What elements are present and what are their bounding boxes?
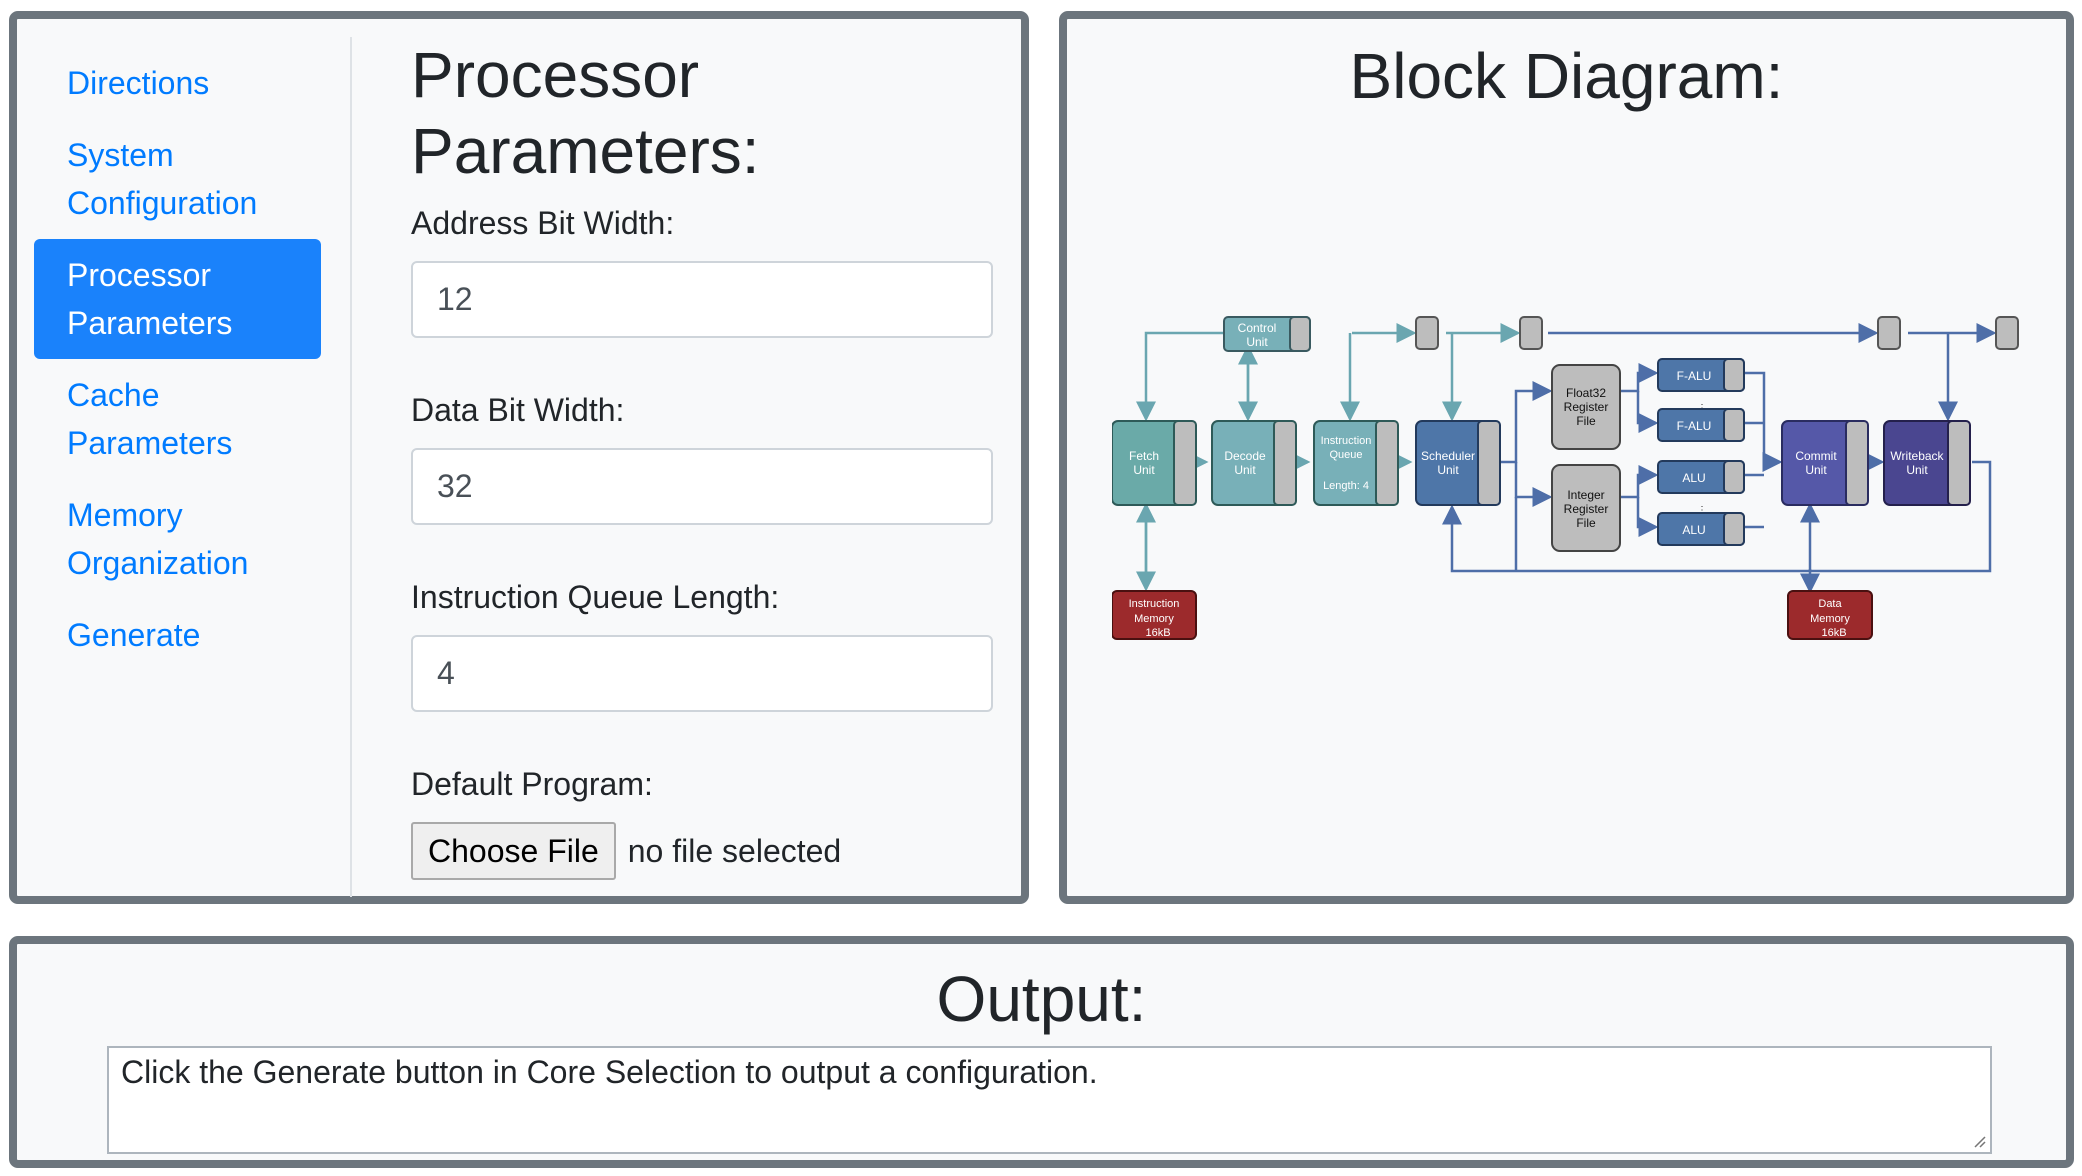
- nav-item-label: Memory: [67, 497, 183, 533]
- scheduler-unit-block: Scheduler Unit: [1415, 420, 1501, 506]
- instruction-queue-length-input[interactable]: [411, 635, 993, 712]
- address-bit-width-input[interactable]: [411, 261, 993, 338]
- svg-text:Register: Register: [1564, 502, 1609, 516]
- nav-item-label: Directions: [67, 65, 210, 101]
- svg-text:Unit: Unit: [1437, 463, 1459, 477]
- svg-text:File: File: [1576, 516, 1596, 530]
- nav-item-label: Configuration: [67, 185, 258, 221]
- instruction-memory-block: Instruction Memory 16kB: [1112, 590, 1197, 640]
- falu-block: F-ALU: [1657, 408, 1745, 442]
- data-bit-width-label: Data Bit Width:: [411, 392, 625, 428]
- choose-file-button[interactable]: Choose File: [411, 822, 616, 880]
- output-panel: Output: Click the Generate button in Cor…: [9, 936, 2074, 1168]
- block-diagram-panel: Block Diagram:: [1059, 11, 2074, 904]
- svg-text:Integer: Integer: [1567, 488, 1604, 502]
- falu-block: F-ALU: [1657, 358, 1745, 392]
- svg-text:Unit: Unit: [1805, 463, 1827, 477]
- nav-item-label: Processor: [67, 257, 212, 293]
- svg-text:Length: 4: Length: 4: [1323, 480, 1369, 492]
- svg-text:16kB: 16kB: [1821, 627, 1846, 639]
- svg-text:Unit: Unit: [1234, 463, 1256, 477]
- float32-register-file-block: Float32 Register File: [1551, 364, 1621, 450]
- svg-text:Control: Control: [1238, 321, 1277, 335]
- svg-text:Data: Data: [1818, 598, 1842, 610]
- svg-text:Memory: Memory: [1134, 613, 1174, 625]
- data-bit-width-input[interactable]: [411, 448, 993, 525]
- pipeline-latches: [1415, 316, 2019, 350]
- svg-text:⋮: ⋮: [1697, 505, 1707, 516]
- nav-item-label: Parameters: [67, 305, 233, 341]
- nav-item-generate[interactable]: Generate: [34, 599, 321, 671]
- svg-text:File: File: [1576, 414, 1596, 428]
- control-unit-block: Control Unit: [1223, 316, 1311, 352]
- svg-text:Register: Register: [1564, 400, 1609, 414]
- decode-unit-block: Decode Unit: [1211, 420, 1297, 506]
- nav-item-label: Parameters: [67, 425, 233, 461]
- svg-text:Decode: Decode: [1224, 449, 1266, 463]
- svg-text:Fetch: Fetch: [1129, 449, 1159, 463]
- svg-text:Memory: Memory: [1810, 613, 1850, 625]
- alu-block: ALU: [1657, 460, 1745, 494]
- svg-text:16kB: 16kB: [1145, 627, 1170, 639]
- svg-text:ALU: ALU: [1682, 523, 1705, 537]
- block-diagram: Control Unit Fetch Unit Decode Unit Inst…: [1112, 316, 2019, 640]
- svg-text:ALU: ALU: [1682, 471, 1705, 485]
- sidebar-divider: [350, 37, 352, 897]
- fetch-unit-block: Fetch Unit: [1112, 420, 1197, 506]
- svg-text:Instruction: Instruction: [1129, 598, 1180, 610]
- svg-text:F-ALU: F-ALU: [1677, 419, 1712, 433]
- svg-text:Queue: Queue: [1329, 449, 1362, 461]
- svg-text:Unit: Unit: [1246, 335, 1268, 349]
- resize-grip-icon[interactable]: [1972, 1134, 1986, 1148]
- alu-block: ALU: [1657, 512, 1745, 546]
- block-diagram-title: Block Diagram:: [1349, 40, 1784, 112]
- nav-item-label: Cache: [67, 377, 160, 413]
- nav-item-directions[interactable]: Directions: [34, 47, 321, 119]
- default-program-label: Default Program:: [411, 766, 653, 802]
- svg-text:Commit: Commit: [1795, 449, 1837, 463]
- nav-item-label: Generate: [67, 617, 201, 653]
- svg-text:Float32: Float32: [1566, 386, 1606, 400]
- address-bit-width-label: Address Bit Width:: [411, 205, 675, 241]
- writeback-unit-block: Writeback Unit: [1883, 420, 1971, 506]
- commit-unit-block: Commit Unit: [1781, 420, 1869, 506]
- data-memory-block: Data Memory 16kB: [1787, 590, 1873, 640]
- file-status-text: no file selected: [627, 832, 842, 869]
- svg-text:Writeback: Writeback: [1890, 449, 1944, 463]
- svg-text:F-ALU: F-ALU: [1677, 369, 1712, 383]
- instruction-queue-length-label: Instruction Queue Length:: [411, 579, 780, 615]
- svg-text:Unit: Unit: [1906, 463, 1928, 477]
- output-title: Output:: [936, 963, 1147, 1035]
- svg-text:Instruction: Instruction: [1321, 435, 1372, 447]
- nav-item-label: Organization: [67, 545, 249, 581]
- datapath-wires: [1442, 323, 1997, 594]
- svg-text:Scheduler: Scheduler: [1421, 449, 1475, 463]
- output-textarea[interactable]: Click the Generate button in Core Select…: [107, 1046, 1992, 1154]
- nav-item-label: System: [67, 137, 174, 173]
- default-program-file-input: Choose File no file selected: [411, 822, 1001, 880]
- instruction-queue-block: Instruction Queue Length: 4: [1313, 420, 1399, 506]
- integer-register-file-block: Integer Register File: [1551, 464, 1621, 552]
- output-text: Click the Generate button in Core Select…: [121, 1054, 1098, 1090]
- svg-text:Unit: Unit: [1133, 463, 1155, 477]
